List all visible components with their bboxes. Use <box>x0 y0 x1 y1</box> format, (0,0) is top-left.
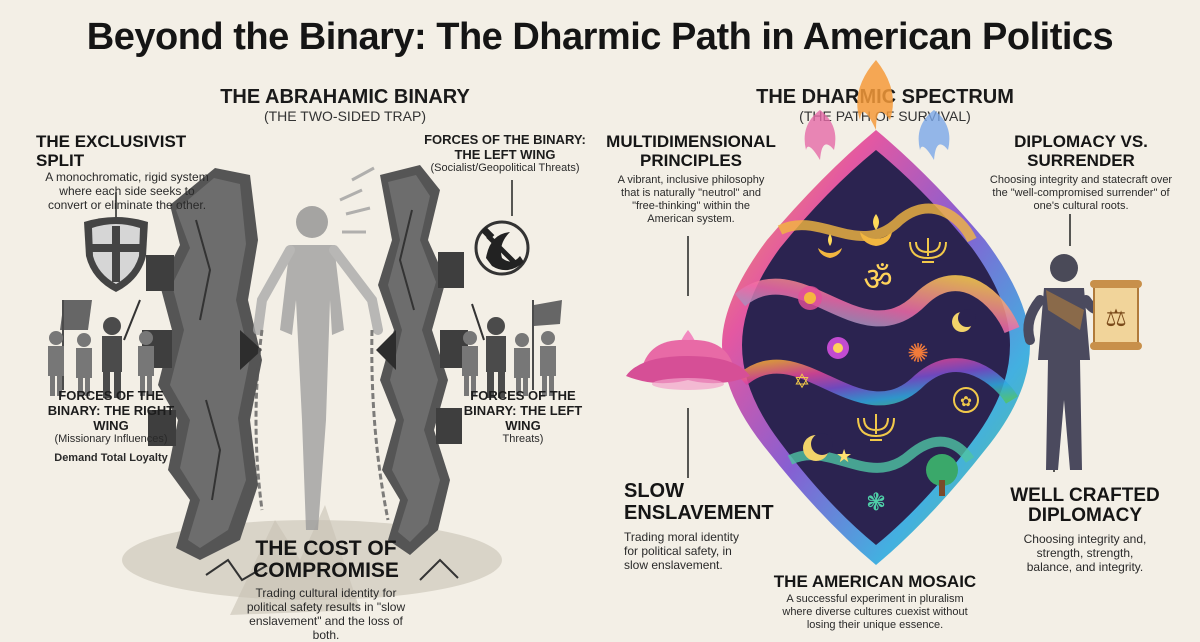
right-wing-soldiers-icon <box>48 299 154 398</box>
left-wing-bottom-title: FORCES OF THE BINARY: THE LEFT WING <box>463 388 583 433</box>
american-mosaic-diamond <box>722 60 1030 565</box>
svg-text:❃: ❃ <box>866 488 886 516</box>
cost-of-compromise-block: THE COST OF COMPROMISE Trading cultural … <box>238 538 414 642</box>
mandala-icon <box>798 286 822 310</box>
diya-lamp-icon <box>860 214 892 246</box>
svg-text:★: ★ <box>836 446 852 467</box>
page-title: Beyond the Binary: The Dharmic Path in A… <box>86 16 1114 58</box>
left-section-subheading: (THE TWO-SIDED TRAP) <box>263 108 427 124</box>
well-crafted-diplomacy-block: WELL CRAFTED DIPLOMACY Choosing integrit… <box>1000 485 1170 575</box>
left-gear-half <box>142 168 262 560</box>
cost-of-compromise-title: THE COST OF COMPROMISE <box>253 537 399 582</box>
svg-text:✺: ✺ <box>907 339 929 369</box>
american-mosaic-block: THE AMERICAN MOSAIC A successful experim… <box>770 572 980 632</box>
svg-text:⚖: ⚖ <box>1105 304 1127 332</box>
cost-of-compromise-body: Trading cultural identity for political … <box>246 586 406 642</box>
left-section-heading: THE ABRAHAMIC BINARY <box>220 86 470 108</box>
right-wing-note: Demand Total Loyalty <box>54 452 168 464</box>
diplomacy-vs-surrender-block: DIPLOMACY VS. SURRENDER Choosing integri… <box>986 132 1176 213</box>
tree-of-life-icon <box>926 454 958 496</box>
diplomacy-vs-surrender-title: DIPLOMACY VS. SURRENDER <box>1014 132 1148 170</box>
lotus-mandala-icon: ❃ <box>866 488 886 516</box>
slow-enslavement-block: SLOW ENSLAVEMENT Trading moral identity … <box>624 480 774 572</box>
slow-enslavement-body: Trading moral identity for political saf… <box>624 530 739 572</box>
svg-text:✿: ✿ <box>960 394 972 410</box>
om-symbol-icon: ॐ <box>863 260 892 298</box>
american-mosaic-title: THE AMERICAN MOSAIC <box>773 572 977 591</box>
dharmic-spectrum-illustration: ॐ ★ ✡ ✺ ✿ ❃ ⚖ <box>626 60 1142 565</box>
left-wing-bottom-block: FORCES OF THE BINARY: THE LEFT WING Thre… <box>448 388 598 446</box>
crescent-star-icon: ★ <box>803 433 852 467</box>
scales-scroll-icon: ⚖ <box>1090 280 1142 350</box>
abrahamic-binary-illustration <box>48 165 562 615</box>
multidimensional-principles-block: MULTIDIMENSIONAL PRINCIPLES A vibrant, i… <box>606 132 776 226</box>
lotus-icon <box>626 330 750 390</box>
hammer-sickle-icon <box>474 220 530 276</box>
sun-mandala-icon: ✺ <box>907 339 929 369</box>
crusader-shield-icon <box>84 217 148 292</box>
right-gear-half <box>376 165 468 555</box>
diya-lamp-small-icon <box>818 234 842 258</box>
multidimensional-principles-title: MULTIDIMENSIONAL PRINCIPLES <box>606 132 776 170</box>
left-wing-top-block: FORCES OF THE BINARY: THE LEFT WING (Soc… <box>420 132 590 175</box>
menorah-icon <box>909 238 947 263</box>
right-wing-title: FORCES OF THE BINARY: THE RIGHT WING <box>47 388 175 433</box>
left-wing-top-body: (Socialist/Geopolitical Threats) <box>430 162 580 174</box>
crescent-moon-icon <box>952 309 976 332</box>
sacred-geometry-icon: ✿ <box>953 387 979 413</box>
left-wing-soldiers-icon <box>462 300 562 398</box>
diplomat-figure <box>1023 254 1105 470</box>
exclusivist-split-body: A monochromatic, rigid system where each… <box>45 170 209 212</box>
well-crafted-diplomacy-body: Choosing integrity and, strength, streng… <box>1023 532 1147 574</box>
svg-text:✡: ✡ <box>794 369 811 393</box>
multidimensional-principles-body: A vibrant, inclusive philosophy that is … <box>617 174 765 225</box>
well-crafted-diplomacy-title: WELL CRAFTED DIPLOMACY <box>1010 485 1160 526</box>
menorah-lower-icon <box>857 414 895 441</box>
right-wing-block: FORCES OF THE BINARY: THE RIGHT WING (Mi… <box>36 388 186 465</box>
exclusivist-split-title: THE EXCLUSIVIST SPLIT <box>36 132 187 170</box>
right-wing-body: (Missionary Influences) <box>54 433 168 445</box>
slow-enslavement-title: SLOW ENSLAVEMENT <box>624 480 774 524</box>
star-of-david-icon: ✡ <box>794 369 811 393</box>
diplomacy-vs-surrender-body: Choosing integrity and statecraft over t… <box>989 174 1173 212</box>
american-mosaic-body: A successful experiment in pluralism whe… <box>782 593 968 631</box>
left-wing-top-title: FORCES OF THE BINARY: THE LEFT WING <box>424 132 586 162</box>
chained-figure <box>253 166 390 530</box>
flower-icon <box>827 337 849 359</box>
exclusivist-split-block: THE EXCLUSIVIST SPLIT A monochromatic, r… <box>36 132 236 212</box>
left-wing-bottom-body: Threats) <box>502 433 544 445</box>
svg-text:ॐ: ॐ <box>863 260 892 298</box>
